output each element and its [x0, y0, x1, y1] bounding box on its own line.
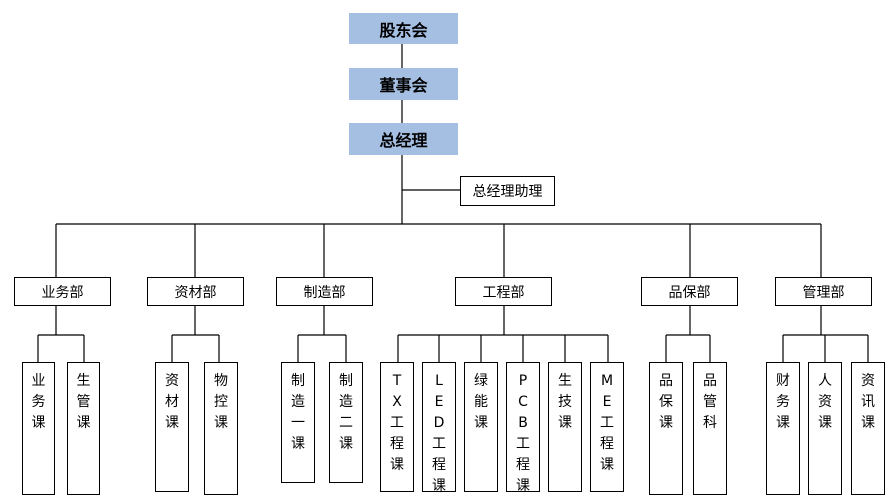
section-quality-assurance: 品保课 — [649, 362, 683, 495]
section-sales: 业务课 — [22, 362, 55, 495]
dept-engineering: 工程部 — [455, 277, 552, 306]
section-led-engineering: LED工程课 — [422, 362, 456, 494]
dept-materials: 资材部 — [147, 277, 244, 306]
board-box: 董事会 — [349, 68, 458, 100]
section-me-engineering: ME工程课 — [590, 362, 624, 492]
section-production-tech: 生技课 — [548, 362, 582, 492]
dept-admin: 管理部 — [775, 277, 872, 306]
section-material-control: 物控课 — [204, 362, 238, 495]
dept-quality: 品保部 — [641, 277, 738, 306]
dept-sales: 业务部 — [14, 277, 111, 306]
section-green-energy: 绿能课 — [464, 362, 498, 492]
section-finance: 财务课 — [766, 362, 800, 495]
section-production-control: 生管课 — [67, 362, 100, 495]
dept-manufacturing: 制造部 — [276, 277, 373, 306]
section-manufacturing-1: 制造一课 — [281, 362, 315, 483]
shareholders-box: 股东会 — [349, 13, 458, 44]
section-information: 资讯课 — [851, 362, 885, 495]
section-human-resources: 人资课 — [808, 362, 842, 495]
general-manager-box: 总经理 — [349, 123, 458, 155]
section-quality-control: 品管科 — [693, 362, 727, 495]
section-materials: 资材课 — [155, 362, 189, 492]
section-manufacturing-2: 制造二课 — [329, 362, 363, 483]
section-tx-engineering: TX工程课 — [380, 362, 414, 492]
gm-assistant-box: 总经理助理 — [460, 176, 555, 206]
section-pcb-engineering: PCB工程课 — [506, 362, 540, 494]
